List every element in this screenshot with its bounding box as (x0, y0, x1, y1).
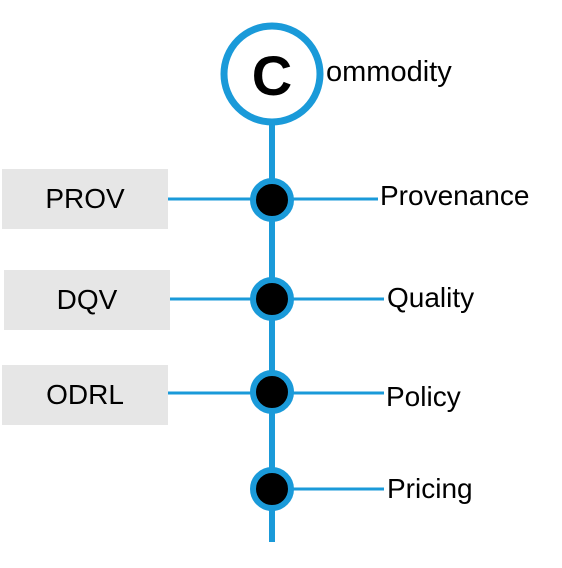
label-pricing: Pricing (387, 473, 473, 504)
box-odrl: ODRL (2, 365, 168, 425)
header-word: ommodity (326, 56, 452, 88)
header-letter: C (251, 44, 293, 107)
label-policy: Policy (386, 381, 461, 412)
node-1 (250, 178, 294, 222)
header-circle (220, 22, 324, 126)
node-3 (250, 370, 294, 414)
box-prov: PROV (2, 169, 168, 229)
box-dqv: DQV (4, 270, 170, 330)
label-quality: Quality (387, 282, 475, 313)
node-4 (250, 467, 294, 511)
node-2 (250, 277, 294, 321)
label-provenance: Provenance (380, 180, 530, 211)
